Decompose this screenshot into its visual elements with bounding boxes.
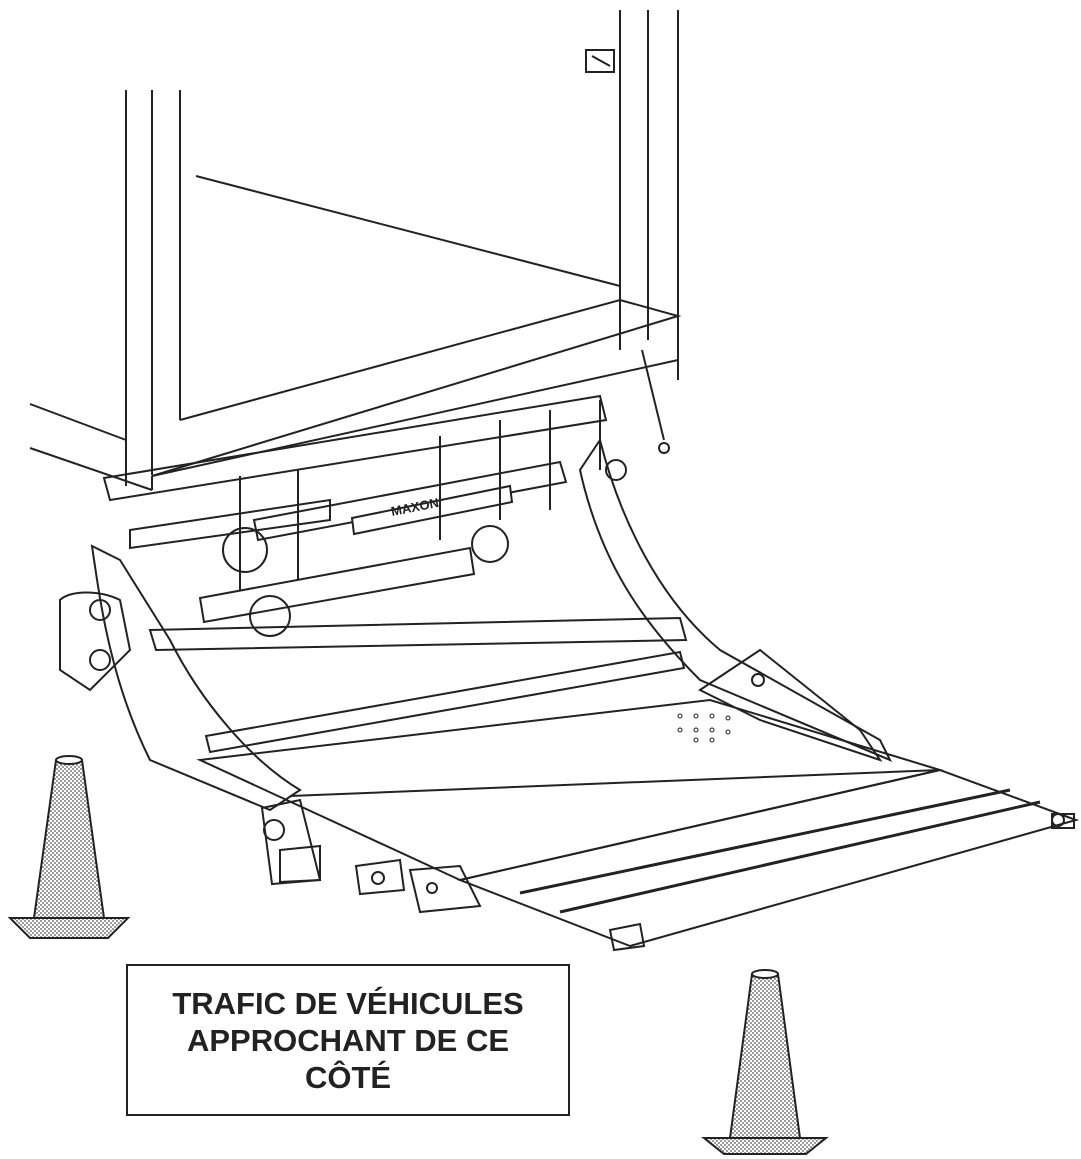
warning-line-3: CÔTÉ — [304, 1059, 392, 1095]
liftgate-mechanism-icon — [59, 349, 893, 812]
warning-line-1: TRAFIC DE VÉHICULES — [172, 985, 524, 1021]
traffic-cone-icon — [7, 755, 131, 939]
traffic-cone-icon — [701, 969, 829, 1155]
truck-cargo-box-icon — [29, 10, 682, 491]
liftgate-platform-icon — [196, 648, 1080, 952]
warning-line-2: APPROCHANT DE CE — [186, 1022, 510, 1058]
traffic-warning-sign: TRAFIC DE VÉHICULES APPROCHANT DE CE CÔT… — [126, 964, 570, 1116]
